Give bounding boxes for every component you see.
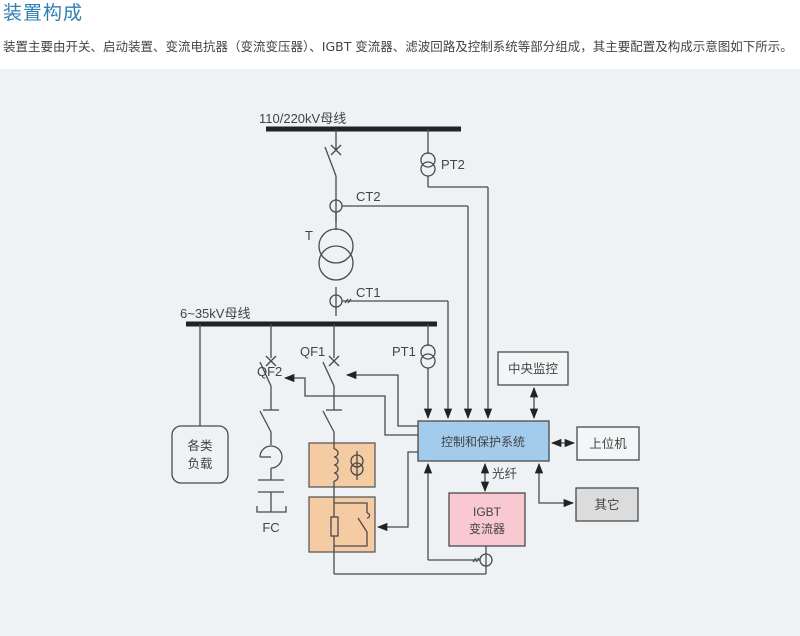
diagram-panel (0, 69, 800, 636)
igbt-label-1: IGBT (473, 505, 502, 519)
qf2-label: QF2 (257, 364, 282, 379)
fc-label: FC (262, 520, 279, 535)
ct1-symbol (329, 287, 453, 420)
transformer-symbol (318, 212, 354, 281)
section-description: 装置主要由开关、启动装置、变流电抗器（变流变压器）、IGBT 变流器、滤波回路及… (3, 39, 793, 54)
control-system-label: 控制和保护系统 (441, 435, 525, 449)
load-box (171, 425, 229, 484)
fiber-label: 光纤 (492, 466, 518, 481)
hv-breaker (324, 129, 342, 197)
ct1-label: CT1 (356, 285, 381, 300)
transformer-label: T (305, 228, 313, 243)
bypass-box (308, 496, 376, 553)
central-monitor-box (497, 351, 569, 386)
other-box (575, 487, 639, 522)
control-system-box (417, 420, 550, 462)
host-computer-label: 上位机 (589, 436, 627, 451)
host-computer-box (576, 426, 640, 461)
pt1-label: PT1 (392, 344, 416, 359)
load-label-2: 负载 (187, 456, 213, 471)
trip-line-qf1 (345, 370, 418, 427)
bypass-resistor-icon (330, 497, 371, 574)
mv-bus-label: 6~35kV母线 (180, 306, 250, 321)
qf1-label: QF1 (300, 344, 325, 359)
load-label-1: 各类 (187, 438, 213, 453)
ct2-symbol (329, 197, 473, 420)
bypass-control-line (376, 451, 418, 532)
reactor-coil-icon (333, 443, 339, 497)
section-title: 装置构成 (3, 2, 84, 24)
igbt-ct-symbol (423, 462, 493, 574)
central-monitor-label: 中央监控 (508, 361, 559, 376)
pt2-label: PT2 (441, 157, 465, 172)
reactor-box (308, 442, 376, 488)
trip-line-qf2 (283, 373, 418, 436)
other-link (534, 462, 575, 508)
other-label: 其它 (594, 497, 619, 512)
qf2-branch (256, 324, 287, 513)
igbt-label-2: 变流器 (469, 521, 505, 536)
ct2-label: CT2 (356, 189, 381, 204)
current-source-icon (350, 451, 364, 480)
qf1-branch (322, 324, 342, 443)
pt1-symbol (420, 324, 436, 420)
igbt-converter-box (448, 492, 526, 547)
hv-bus-label: 110/220kV母线 (259, 111, 346, 126)
pt2-symbol (420, 129, 493, 420)
